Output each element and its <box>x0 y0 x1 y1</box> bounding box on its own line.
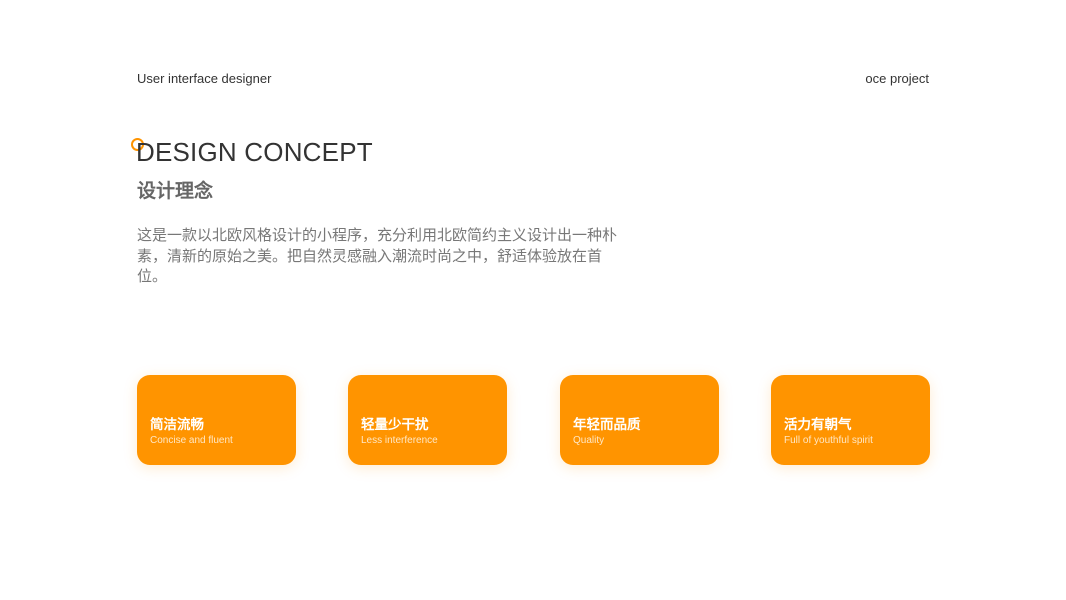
feature-card-subtitle: Concise and fluent <box>150 435 233 446</box>
section-description: 这是一款以北欧风格设计的小程序，充分利用北欧简约主义设计出一种朴素，清新的原始之… <box>137 227 618 285</box>
header-project-label: oce project <box>865 71 929 86</box>
feature-card-quality: 年轻而品质 Quality <box>560 375 719 465</box>
header-designer-label: User interface designer <box>137 71 272 86</box>
feature-card-row: 简洁流畅 Concise and fluent 轻量少干扰 Less inter… <box>137 375 930 465</box>
feature-card-less-interference: 轻量少干扰 Less interference <box>348 375 507 465</box>
feature-card-youthful: 活力有朝气 Full of youthful spirit <box>771 375 930 465</box>
feature-card-title: 简洁流畅 <box>150 417 204 432</box>
feature-card-concise: 简洁流畅 Concise and fluent <box>137 375 296 465</box>
feature-card-subtitle: Full of youthful spirit <box>784 435 873 446</box>
feature-card-subtitle: Quality <box>573 435 605 446</box>
feature-card-title: 活力有朝气 <box>784 417 852 432</box>
feature-card-title: 年轻而品质 <box>573 417 641 432</box>
feature-card-subtitle: Less interference <box>361 435 438 446</box>
section-title-english: DESIGN CONCEPT <box>136 137 373 167</box>
feature-card-title: 轻量少干扰 <box>361 417 429 432</box>
accent-ring-icon <box>131 138 144 151</box>
section-title-chinese: 设计理念 <box>137 181 214 202</box>
